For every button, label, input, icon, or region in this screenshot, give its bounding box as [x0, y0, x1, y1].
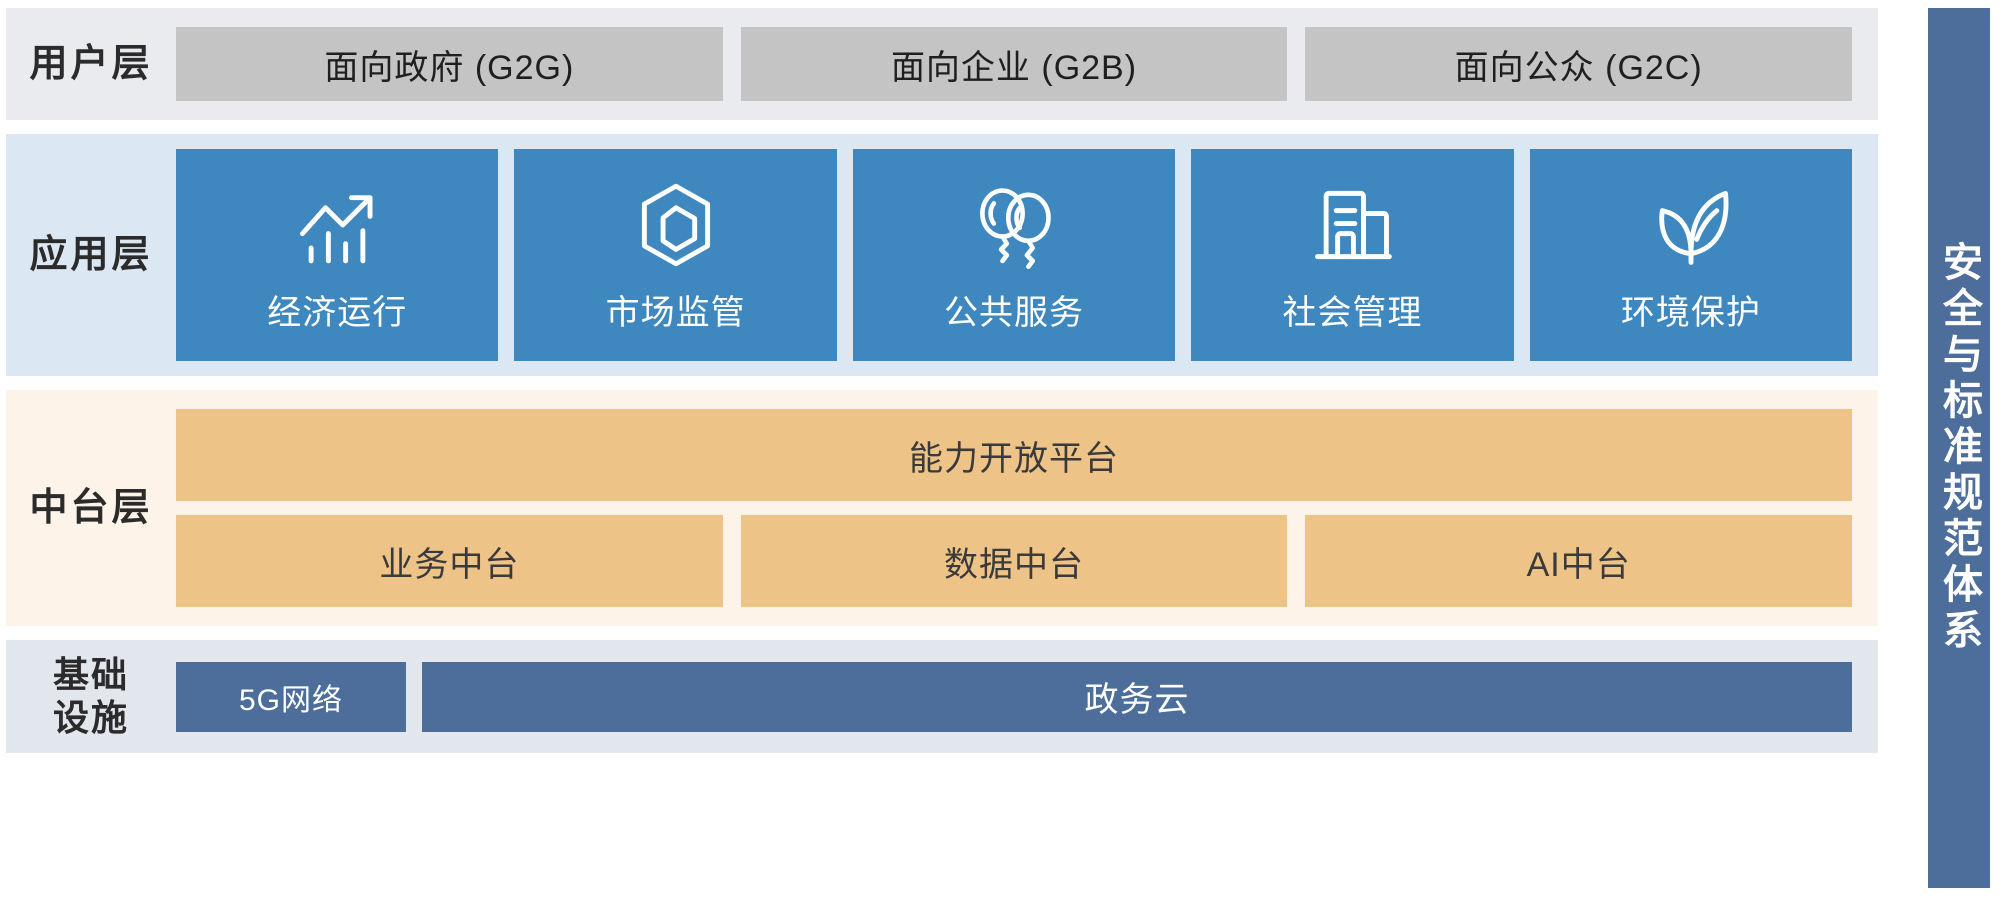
user-layer-boxes: 面向政府 (G2G) 面向企业 (G2B) 面向公众 (G2C) — [176, 27, 1878, 101]
building-icon — [1304, 177, 1400, 273]
user-box-g2c[interactable]: 面向公众 (G2C) — [1305, 27, 1853, 101]
layer-stack: 用户层 面向政府 (G2G) 面向企业 (G2B) 面向公众 (G2C) 应用层 — [0, 8, 1878, 897]
leaf-icon — [1643, 177, 1739, 273]
user-layer-band: 用户层 面向政府 (G2G) 面向企业 (G2B) 面向公众 (G2C) — [6, 8, 1878, 120]
middle-platform-layer-boxes: 能力开放平台 业务中台 数据中台 AI中台 — [176, 409, 1878, 607]
growth-chart-icon — [289, 177, 385, 273]
ai-middle-platform-box[interactable]: AI中台 — [1305, 515, 1853, 607]
application-layer-label: 应用层 — [29, 233, 153, 276]
user-box-g2b[interactable]: 面向企业 (G2B) — [740, 27, 1288, 101]
user-layer-label: 用户层 — [29, 42, 153, 85]
capability-open-platform-box[interactable]: 能力开放平台 — [176, 409, 1852, 501]
hexagon-cube-icon — [628, 177, 724, 273]
app-card-label: 市场监管 — [605, 293, 746, 332]
infrastructure-label-line1: 基础 — [52, 654, 129, 696]
infrastructure-label-line2: 设施 — [52, 696, 129, 738]
app-card-environment[interactable]: 环境保护 — [1529, 149, 1853, 361]
app-card-market-regulation[interactable]: 市场监管 — [514, 149, 837, 361]
infrastructure-layer-label: 基础 设施 — [6, 654, 176, 739]
app-card-label: 社会管理 — [1282, 293, 1423, 332]
application-layer-band: 应用层 经济运行 — [6, 134, 1878, 376]
infra-box-5g-network[interactable]: 5G网络 — [176, 661, 406, 732]
security-standards-bar: 安全与标准规范体系 — [1928, 8, 1990, 888]
middle-platform-layer-label: 中台层 — [29, 486, 153, 529]
user-box-g2g[interactable]: 面向政府 (G2G) — [176, 27, 723, 101]
app-card-social-management[interactable]: 社会管理 — [1191, 149, 1514, 361]
application-layer-cards: 经济运行 市场监管 — [176, 149, 1878, 361]
infra-box-government-cloud[interactable]: 政务云 — [422, 661, 1852, 732]
middle-platform-layer-band: 中台层 能力开放平台 业务中台 数据中台 AI中台 — [6, 390, 1878, 626]
security-standards-label: 安全与标准规范体系 — [1937, 241, 1981, 655]
balloons-icon — [966, 177, 1062, 273]
middle-platform-row: 业务中台 数据中台 AI中台 — [176, 515, 1853, 607]
app-card-label: 公共服务 — [944, 293, 1085, 332]
business-middle-platform-box[interactable]: 业务中台 — [176, 515, 723, 607]
data-middle-platform-box[interactable]: 数据中台 — [740, 515, 1288, 607]
infrastructure-layer-band: 基础 设施 5G网络 政务云 — [6, 640, 1878, 753]
app-card-label: 环境保护 — [1620, 293, 1761, 332]
app-card-economy[interactable]: 经济运行 — [176, 149, 499, 361]
infrastructure-layer-boxes: 5G网络 政务云 — [176, 661, 1878, 732]
app-card-public-service[interactable]: 公共服务 — [852, 149, 1176, 361]
app-card-label: 经济运行 — [267, 293, 408, 332]
